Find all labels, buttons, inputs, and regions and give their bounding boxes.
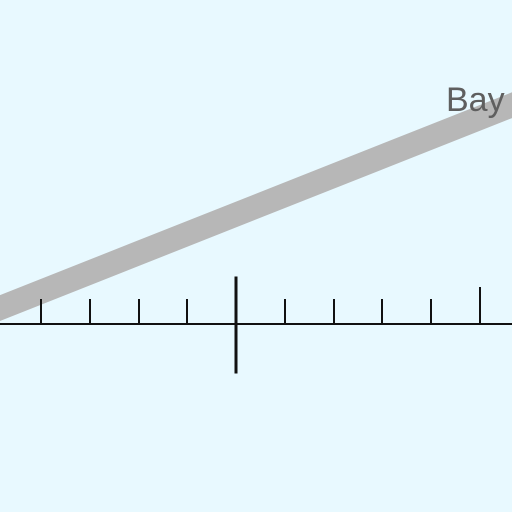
road-label: Bay — [446, 81, 505, 119]
road-segment[interactable] — [0, 92, 512, 321]
scale-bar — [0, 276, 512, 374]
